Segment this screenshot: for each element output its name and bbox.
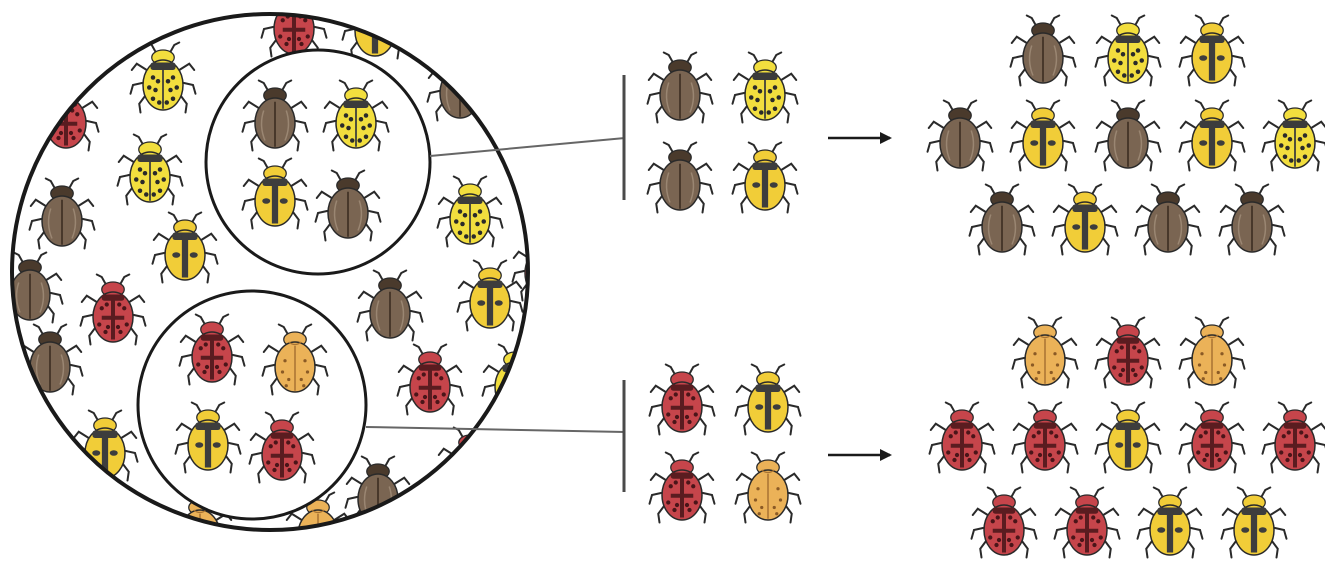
beetle-icon xyxy=(1053,185,1118,255)
beetle-icon xyxy=(650,365,715,435)
beetle-icon xyxy=(648,143,713,213)
upper-subset-circle xyxy=(206,50,430,274)
upper-sample-group xyxy=(648,53,798,213)
beetle-icon xyxy=(930,403,995,473)
upper-offspring-row xyxy=(970,185,1285,255)
beetle-icon xyxy=(1096,318,1161,388)
beetle-icon xyxy=(1180,101,1245,171)
beetle-icon xyxy=(1263,403,1325,473)
beetle-icon xyxy=(650,453,715,523)
beetle-icon xyxy=(1180,318,1245,388)
beetle-icon xyxy=(1096,16,1161,86)
lower-sample-group xyxy=(650,365,801,523)
lower-offspring-row xyxy=(972,488,1287,558)
lower-offspring-group xyxy=(930,318,1325,558)
beetle-icon xyxy=(1222,488,1287,558)
beetle-icon xyxy=(972,488,1037,558)
beetle-icon xyxy=(733,53,798,123)
upper-offspring-row xyxy=(928,101,1325,171)
beetle-icon xyxy=(970,185,1035,255)
beetle-icon xyxy=(1011,101,1076,171)
sample-beetles xyxy=(648,53,801,523)
beetle-icon xyxy=(736,365,801,435)
beetle-icon xyxy=(1096,403,1161,473)
beetle-icon xyxy=(1055,488,1120,558)
beetle-icon xyxy=(733,143,798,213)
lower-offspring-row xyxy=(1013,318,1245,388)
lower-subset-circle xyxy=(138,291,366,519)
beetle-icon xyxy=(1096,101,1161,171)
beetle-icon xyxy=(1220,185,1285,255)
beetle-icon xyxy=(1011,16,1076,86)
arrows xyxy=(828,138,890,455)
beetle-icon xyxy=(648,53,713,123)
offspring-beetles xyxy=(928,16,1325,558)
beetle-icon xyxy=(1138,488,1203,558)
beetle-icon xyxy=(1013,403,1078,473)
beetle-icon xyxy=(928,101,993,171)
beetle-icon xyxy=(1263,101,1325,171)
beetle-icon xyxy=(736,453,801,523)
beetle-icon xyxy=(1013,318,1078,388)
beetle-icon xyxy=(262,0,327,57)
lower-offspring-row xyxy=(930,403,1325,473)
beetle-icon xyxy=(1180,16,1245,86)
upper-offspring-group xyxy=(928,16,1325,255)
beetle-icon xyxy=(1136,185,1201,255)
upper-offspring-row xyxy=(1011,16,1245,86)
beetle-icon xyxy=(1180,403,1245,473)
